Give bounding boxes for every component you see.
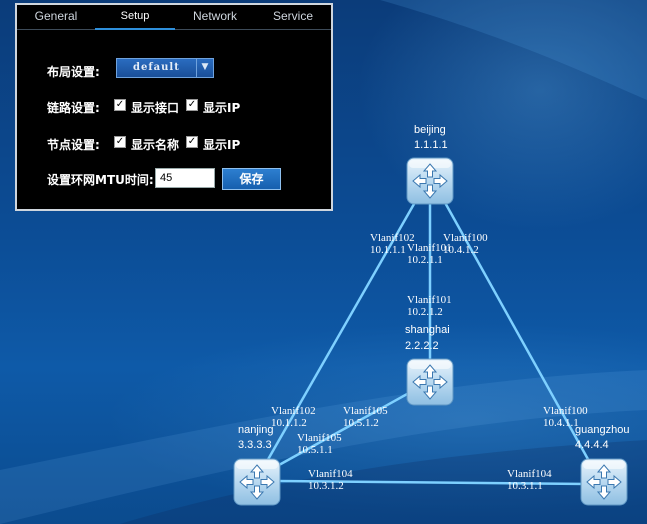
interface-name: Vlanif101 [407, 242, 452, 254]
interface-ip: 10.4.1.2 [443, 244, 479, 256]
interface-ip: 10.1.1.2 [271, 417, 307, 429]
chevron-down-icon[interactable]: ▼ [196, 59, 213, 77]
interface-label-sh-101: Vlanif101 10.2.1.2 [407, 294, 452, 318]
node-ip-shanghai: 2.2.2.2 [405, 340, 439, 352]
node-name-nanjing: nanjing [238, 424, 274, 436]
save-button[interactable]: 保存 [222, 168, 281, 190]
interface-ip: 10.5.1.1 [297, 444, 333, 456]
node-settings-label: 节点设置: [47, 138, 100, 152]
link-show-ip-checkbox[interactable]: ✓ [186, 99, 198, 111]
tab-bar: General Setup Network Service [17, 5, 331, 30]
node-name-beijing: beijing [414, 124, 446, 136]
interface-ip: 10.1.1.1 [370, 244, 406, 256]
interface-label-bj-101: Vlanif101 10.2.1.1 [407, 242, 452, 266]
router-icon-nanjing[interactable] [233, 458, 281, 506]
interface-label-bj-102: Vlanif102 10.1.1.1 [370, 232, 415, 256]
interface-label-nj-102: Vlanif102 10.1.1.2 [271, 405, 316, 429]
settings-panel: General Setup Network Service 布局设置: 链路设置… [15, 3, 333, 211]
router-icon-shanghai[interactable] [406, 358, 454, 406]
link-show-ip-label: 显示IP [203, 101, 241, 115]
tab-service[interactable]: Service [272, 9, 313, 23]
node-name-shanghai: shanghai [405, 324, 450, 336]
router-icon-guangzhou[interactable] [580, 458, 628, 506]
interface-label-bj-100: Vlanif100 10.4.1.2 [443, 232, 488, 256]
interface-ip: 10.5.1.2 [343, 417, 379, 429]
interface-name: Vlanif101 [407, 294, 452, 306]
show-name-checkbox[interactable]: ✓ [114, 136, 126, 148]
tab-network[interactable]: Network [192, 9, 237, 23]
show-interface-label: 显示接口 [131, 101, 180, 115]
show-interface-checkbox[interactable]: ✓ [114, 99, 126, 111]
node-ip-guangzhou: 4.4.4.4 [575, 439, 609, 451]
tab-general[interactable]: General [34, 9, 78, 23]
layout-select-value: default [133, 62, 180, 73]
interface-ip: 10.2.1.2 [407, 306, 443, 318]
mtu-time-label: 设置环网MTU时间: [47, 173, 154, 187]
node-ip-beijing: 1.1.1.1 [414, 139, 448, 151]
interface-label-nj-104: Vlanif104 10.3.1.2 [308, 468, 353, 492]
router-icon-beijing[interactable] [406, 157, 454, 205]
interface-name: Vlanif105 [297, 432, 342, 444]
node-show-ip-checkbox[interactable]: ✓ [186, 136, 198, 148]
layout-label: 布局设置: [47, 65, 100, 79]
interface-name: Vlanif102 [370, 232, 415, 244]
interface-label-gz-104: Vlanif104 10.3.1.1 [507, 468, 552, 492]
node-name-guangzhou: guangzhou [575, 424, 630, 436]
interface-label-sh-105: Vlanif105 10.5.1.2 [343, 405, 388, 429]
node-ip-nanjing: 3.3.3.3 [238, 439, 272, 451]
mtu-time-input[interactable]: 45 [155, 168, 215, 188]
show-name-label: 显示名称 [131, 138, 180, 152]
interface-name: Vlanif104 [308, 468, 353, 480]
interface-name: Vlanif102 [271, 405, 316, 417]
interface-name: Vlanif104 [507, 468, 552, 480]
interface-label-gz-100: Vlanif100 10.4.1.1 [543, 405, 588, 429]
interface-name: Vlanif105 [343, 405, 388, 417]
tab-setup[interactable]: Setup [95, 5, 175, 30]
interface-name: Vlanif100 [543, 405, 588, 417]
interface-label-nj-105: Vlanif105 10.5.1.1 [297, 432, 342, 456]
node-show-ip-label: 显示IP [203, 138, 241, 152]
link-settings-label: 链路设置: [47, 101, 100, 115]
interface-ip: 10.4.1.1 [543, 417, 579, 429]
interface-name: Vlanif100 [443, 232, 488, 244]
interface-ip: 10.2.1.1 [407, 254, 443, 266]
link-shanghai-nanjing [269, 386, 419, 472]
layout-select[interactable]: default ▼ [116, 58, 214, 78]
interface-ip: 10.3.1.2 [308, 480, 344, 492]
interface-ip: 10.3.1.1 [507, 480, 543, 492]
